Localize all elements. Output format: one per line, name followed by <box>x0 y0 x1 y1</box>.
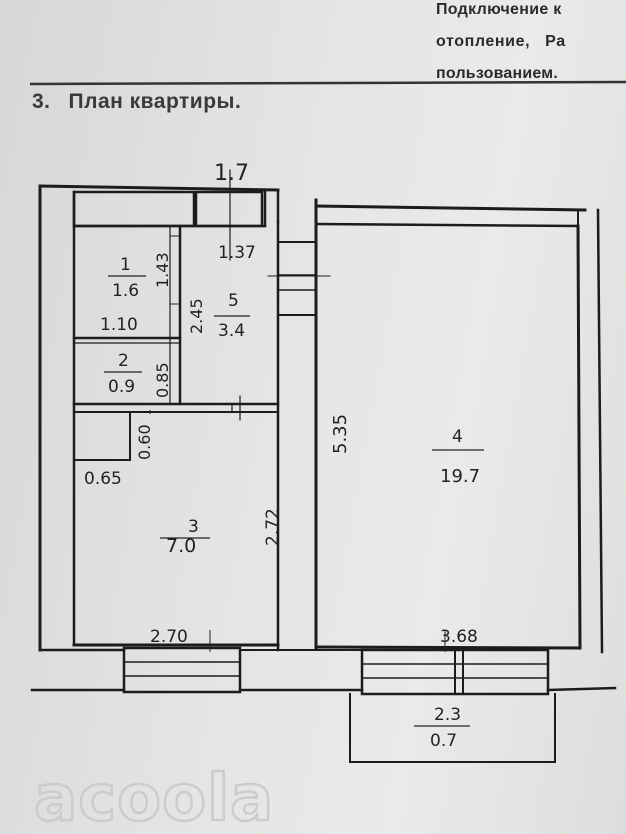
header-line: Подключение к <box>436 1 562 18</box>
header-line: отопление, Ра <box>436 33 566 50</box>
room-3-number: 3 <box>188 517 199 537</box>
header-text-block: Подключение к отопление, Ра пользованием… <box>436 0 626 90</box>
section-number: 3. <box>32 90 51 113</box>
separator-line <box>29 80 626 86</box>
kitchen-height-dimension: 2.72 <box>263 508 283 546</box>
room-4-area: 19.7 <box>440 466 480 487</box>
plan-walls <box>30 169 617 763</box>
balcony-width: 0.7 <box>430 731 457 751</box>
bath-width-dimension: 1.10 <box>100 315 138 335</box>
corridor-top-dimension: 1.37 <box>218 243 256 263</box>
room-2-area: 0.9 <box>108 377 135 397</box>
room-4-number: 4 <box>452 427 463 447</box>
niche-width-dimension: 0.65 <box>84 469 122 489</box>
dimension-ticks <box>149 235 446 652</box>
svg-text:acoola: acoola <box>34 762 274 834</box>
section-heading: 3. План квартиры. <box>32 90 241 114</box>
room-5-number: 5 <box>228 291 239 311</box>
niche-height-dimension: 0.60 <box>135 424 154 460</box>
bath-height-dimension: 1.43 <box>153 252 172 288</box>
wc-height-dimension: 0.85 <box>153 362 172 398</box>
room-5-area: 3.4 <box>218 321 245 341</box>
room-3-area: 7.0 <box>166 535 196 557</box>
room-height-dimension: 5.35 <box>330 414 351 454</box>
kitchen-width-dimension: 2.70 <box>150 627 188 647</box>
top-dimension-label: 1.7 <box>214 161 249 186</box>
acoola-watermark-logo: acoola <box>33 761 275 834</box>
room-1-number: 1 <box>120 255 131 275</box>
section-title: План квартиры. <box>68 90 242 113</box>
balcony-length: 2.3 <box>434 705 461 725</box>
corridor-height-dimension: 2.45 <box>187 298 206 334</box>
room-2-number: 2 <box>118 351 129 371</box>
plan-labels: 1.7 1.37 1 1.6 1.10 2 0.9 5 3.4 3 7.0 4 … <box>84 161 484 751</box>
header-line: пользованием. <box>436 65 558 82</box>
room-1-area: 1.6 <box>112 281 139 301</box>
room-width-dimension: 3.68 <box>440 627 478 647</box>
